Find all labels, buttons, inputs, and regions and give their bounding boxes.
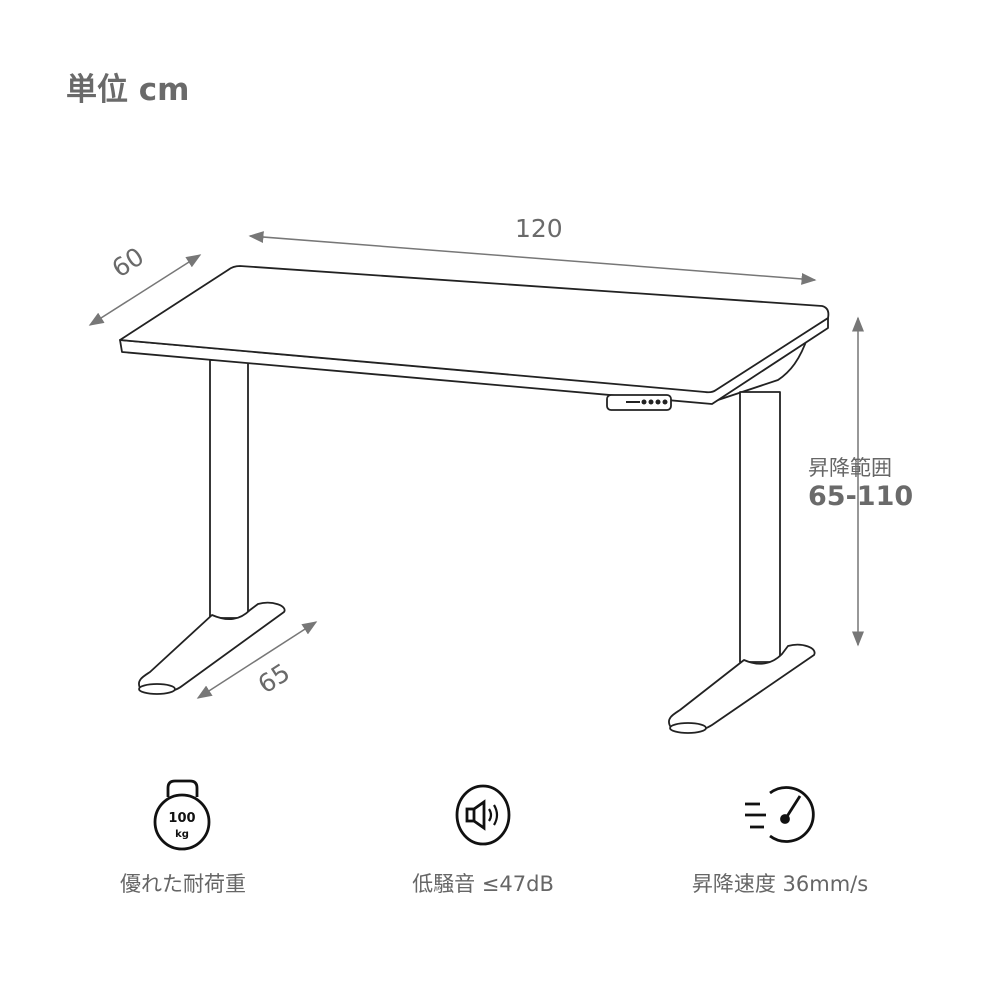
height-range-value: 65-110 [808,481,914,512]
desk-drawing [119,265,830,734]
right-foot [668,643,816,733]
unit-label: 単位 cm [66,72,190,108]
left-leg [209,359,249,619]
speedometer-icon [745,786,815,843]
feature-speed-label: 昇降速度 36mm/s [691,872,869,896]
kettlebell-icon: 100 kg [153,779,211,851]
foot-dimension-line [196,621,318,699]
depth-dimension-line [88,254,202,326]
speaker-icon [455,784,511,846]
desktop [119,265,830,394]
height-range-label: 昇降範囲 [808,456,892,480]
kettlebell-weight-text: 100 [168,811,195,826]
right-leg [739,391,781,663]
feature-noise-label: 低騒音 ≤47dB [412,872,554,896]
feature-load-label: 優れた耐荷重 [120,872,246,896]
width-dimension-label: 120 [515,214,563,243]
left-foot [138,601,286,694]
width-dimension-line [248,231,817,285]
kettlebell-unit-text: kg [175,829,189,840]
